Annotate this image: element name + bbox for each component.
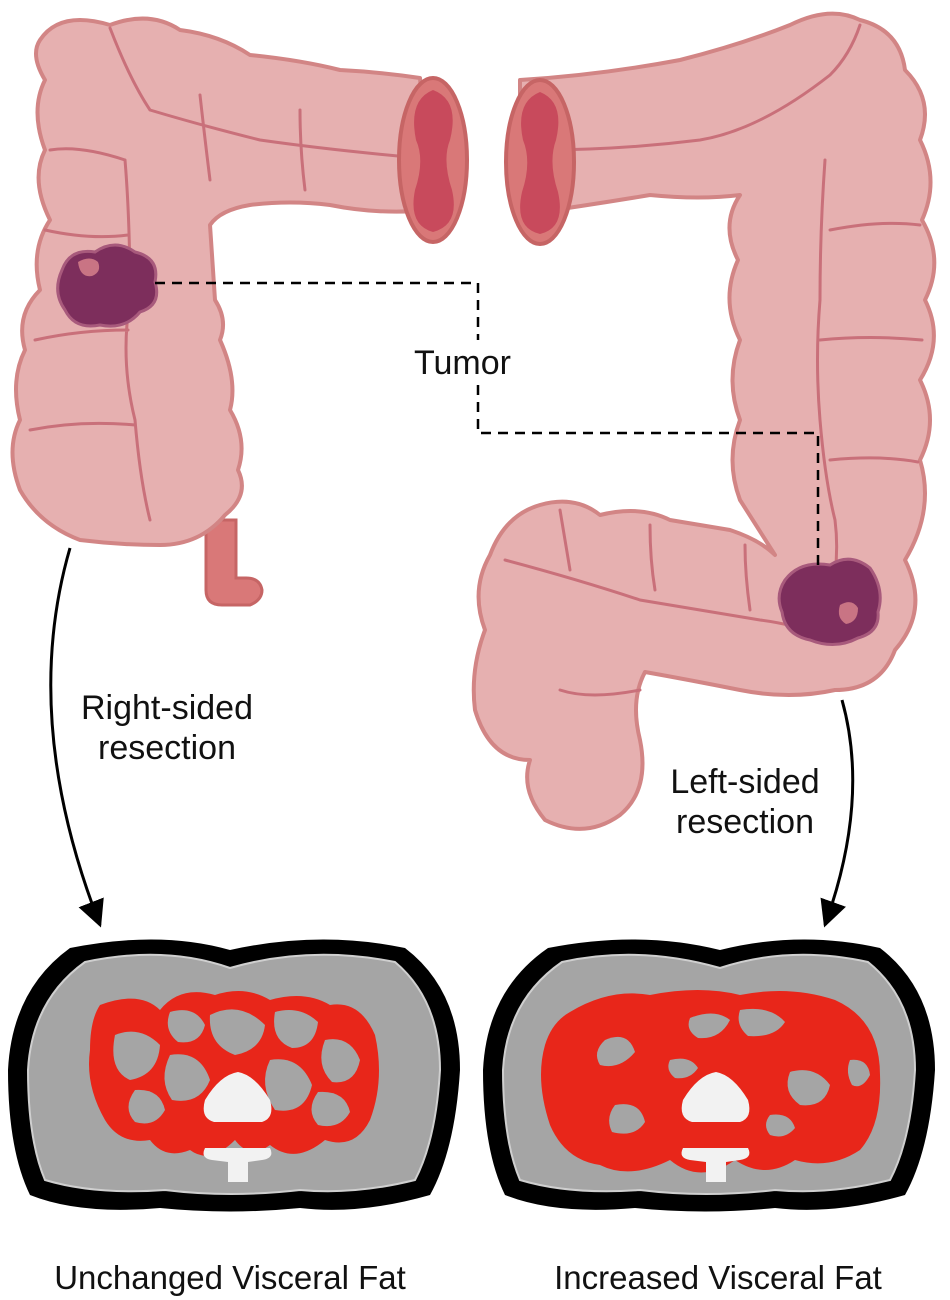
left-resection-arrow — [820, 699, 855, 928]
caption-increased-visceral-fat: Increased Visceral Fat — [554, 1259, 882, 1296]
spine-body-left — [203, 1072, 272, 1122]
left-colon-segment — [471, 11, 937, 831]
tumor-left-colon — [777, 557, 882, 646]
lumen-inner-left — [413, 90, 454, 232]
appendix-shape — [204, 518, 264, 607]
tumor-callout-dashes — [155, 281, 820, 568]
haustra-fold-lines — [28, 26, 422, 522]
right-colon-segment — [10, 16, 469, 607]
lumen-inner-right — [520, 92, 560, 234]
ct-cross-section-unchanged — [8, 939, 460, 1212]
left-resection-line1: Left-sided — [670, 763, 820, 801]
bowel-loops-left — [113, 1009, 360, 1127]
right-resection-line1: Right-sided — [81, 689, 253, 727]
ascending-colon-shape — [10, 16, 432, 547]
spine-body-right — [681, 1072, 750, 1122]
caption-unchanged-visceral-fat: Unchanged Visceral Fat — [54, 1259, 406, 1296]
left-resection-line2: resection — [676, 803, 814, 841]
spine-process-left — [203, 1148, 272, 1182]
bowel-loops-right — [596, 1008, 870, 1137]
spine-process-right — [681, 1148, 750, 1182]
ct-cross-section-increased — [483, 939, 935, 1212]
haustra-fold-lines-left — [503, 23, 924, 697]
tumor-label: Tumor — [414, 344, 511, 382]
left-resection-label: Left-sided resection — [645, 762, 845, 842]
right-resection-arrow — [49, 547, 104, 928]
right-resection-label: Right-sided resection — [62, 688, 272, 768]
right-resection-line2: resection — [98, 729, 236, 767]
tumor-right-colon — [56, 243, 159, 328]
